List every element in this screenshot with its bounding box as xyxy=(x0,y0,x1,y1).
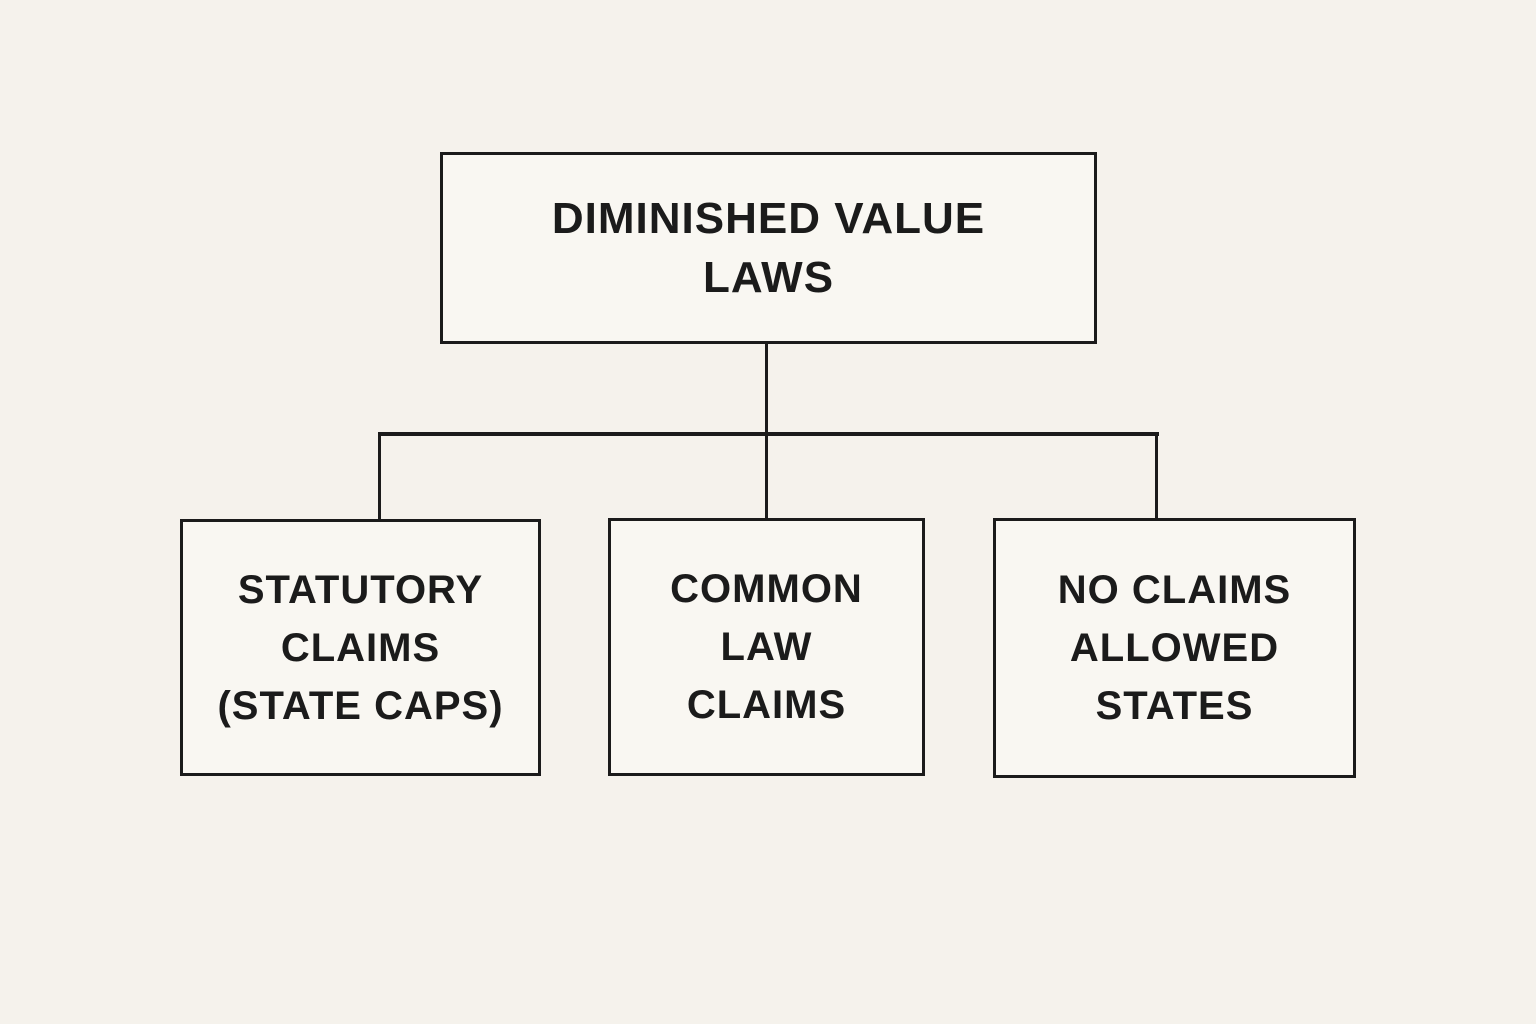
connector-horizontal-bar xyxy=(378,432,1159,436)
connector-drop-no-claims-allowed xyxy=(1155,432,1158,519)
connector-drop-statutory-claims xyxy=(378,432,381,520)
node-diminished-value-laws: DIMINISHED VALUE LAWS xyxy=(440,152,1097,344)
node-no-claims-allowed-states: NO CLAIMS ALLOWED STATES xyxy=(993,518,1356,778)
connector-root-stem xyxy=(765,344,768,434)
node-common-law-claims: COMMON LAW CLAIMS xyxy=(608,518,925,776)
node-statutory-claims-state-caps: STATUTORY CLAIMS (STATE CAPS) xyxy=(180,519,541,776)
connector-drop-common-law-claims xyxy=(765,434,768,519)
